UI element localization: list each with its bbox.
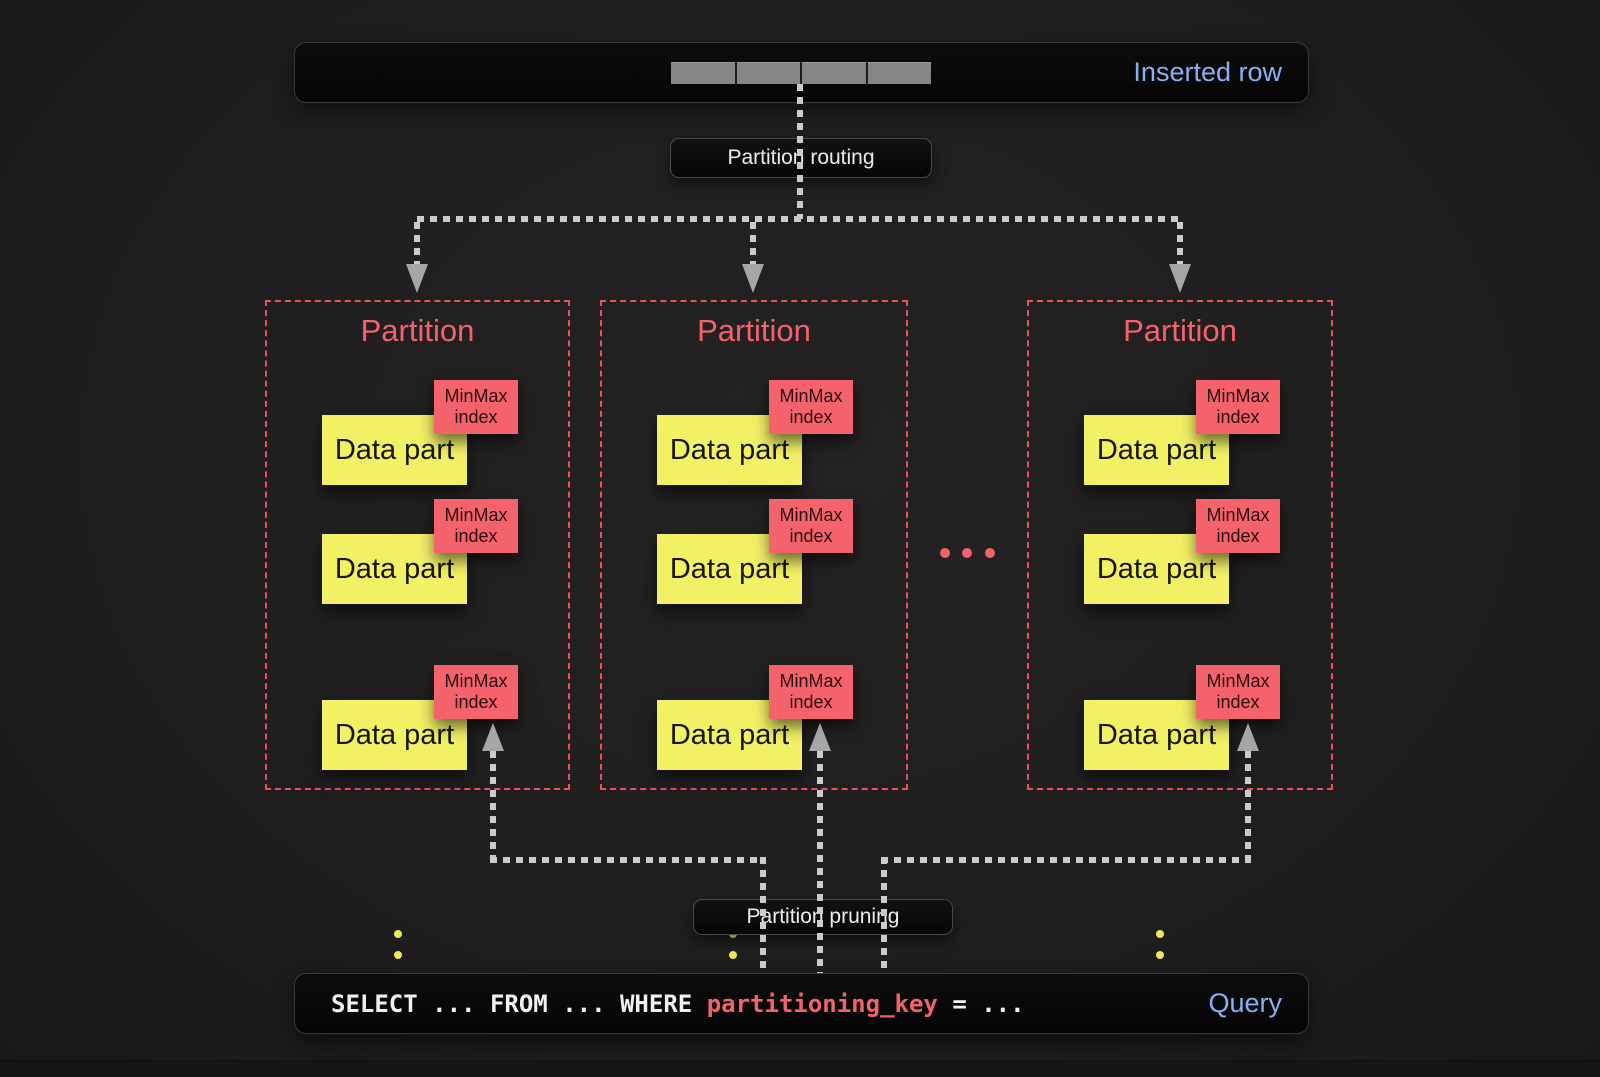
up-arrowhead-3 [1237,723,1259,751]
down-arrow-line-3 [1177,222,1183,264]
minmax-line1: MinMax [779,671,843,691]
vertical-ellipsis-dot [394,951,402,959]
inserted-row-cell [671,62,735,84]
data-part-group: Data part MinMax index [1084,499,1280,604]
data-part-label: Data part [334,433,455,466]
partition-box: Partition Data part MinMax index Data pa… [1027,300,1333,982]
minmax-index: MinMax index [1196,665,1280,719]
query-suffix: = ... [937,989,1025,1018]
minmax-line1: MinMax [444,671,508,691]
data-part-group: Data part MinMax index [322,499,518,604]
down-arrow-line-1 [414,222,420,264]
up-arrow-line-2 [817,751,823,973]
partition-pruning-label: Partition pruning [693,899,953,935]
inserted-row-cells [671,62,931,84]
inserted-row-cell [867,62,931,84]
minmax-line1: MinMax [1206,386,1270,406]
inserted-row-cell [802,62,866,84]
data-part-label: Data part [334,552,455,585]
data-part-label: Data part [669,552,790,585]
pruning-stub-left [760,857,766,973]
minmax-line1: MinMax [444,386,508,406]
minmax-line1: MinMax [1206,671,1270,691]
down-arrowhead-2 [742,264,764,293]
vertical-ellipsis-dot [1156,930,1164,938]
partition-title: Partition [1123,313,1237,348]
minmax-line2: index [789,526,833,546]
partition-title: Partition [360,313,475,348]
vertical-ellipsis-dot [394,930,402,938]
minmax-line2: index [1216,692,1260,712]
minmax-line1: MinMax [444,505,508,525]
query-box: SELECT ... FROM ... WHERE partitioning_k… [294,973,1309,1034]
data-part-label: Data part [334,718,455,751]
query-label: Query [1208,988,1282,1018]
minmax-line2: index [454,526,498,546]
up-arrowhead-2 [809,723,831,751]
minmax-index: MinMax index [434,380,518,434]
partition-pruning-text: Partition pruning [746,905,900,928]
data-part-group: Data part MinMax index [1084,380,1280,485]
partition-box: Partition Data part MinMax index Data pa… [600,300,908,982]
vertical-ellipsis-dot [729,951,737,959]
minmax-line1: MinMax [1206,505,1270,525]
up-arrow-line-3 [1245,751,1251,863]
pruning-connector-right [881,857,1251,863]
data-part-label: Data part [1096,718,1217,751]
distribution-line [417,216,1180,222]
inserted-row-cell [736,62,800,84]
minmax-line2: index [1216,407,1260,427]
data-part-group: Data part MinMax index [657,665,853,770]
query-prefix: SELECT ... FROM ... WHERE [331,989,707,1018]
data-part-label: Data part [1096,552,1217,585]
partition-box: Partition Data part MinMax index Data pa… [265,300,570,982]
partition-ellipsis-dot [940,548,950,558]
partition-title: Partition [697,313,811,348]
routing-flow-line [797,84,803,219]
pruning-connector-left [490,857,766,863]
data-part-group: Data part MinMax index [1084,665,1280,770]
down-arrow-line-2 [750,222,756,264]
minmax-index: MinMax index [434,499,518,553]
data-part-label: Data part [669,433,790,466]
query-partitioning-key: partitioning_key [706,989,938,1018]
minmax-index: MinMax index [434,665,518,719]
minmax-line1: MinMax [779,386,843,406]
inserted-row-label: Inserted row [1133,57,1282,87]
minmax-index: MinMax index [769,665,853,719]
data-part: Data part [1084,700,1229,770]
minmax-line2: index [789,692,833,712]
data-part: Data part [657,700,802,770]
data-part: Data part [322,534,467,604]
query-text: SELECT ... FROM ... WHERE partitioning_k… [331,974,1025,1033]
bottom-strip [0,1060,1600,1077]
data-part: Data part [1084,415,1229,485]
minmax-line2: index [454,407,498,427]
minmax-index: MinMax index [1196,499,1280,553]
partition-ellipsis-dot [985,548,995,558]
data-part-label: Data part [1096,433,1217,466]
down-arrowhead-1 [406,264,428,293]
data-part-label: Data part [669,718,790,751]
minmax-index: MinMax index [1196,380,1280,434]
pruning-stub-right [881,857,887,973]
minmax-line2: index [1216,526,1260,546]
down-arrowhead-3 [1169,264,1191,293]
up-arrow-line-1 [490,751,496,863]
minmax-line2: index [789,407,833,427]
up-arrowhead-1 [482,723,504,751]
minmax-line2: index [454,692,498,712]
partition-ellipsis-dot [962,548,972,558]
data-part-group: Data part MinMax index [657,499,853,604]
minmax-index: MinMax index [769,499,853,553]
data-part-group: Data part MinMax index [322,665,518,770]
data-part-group: Data part MinMax index [322,380,518,485]
data-part-group: Data part MinMax index [657,380,853,485]
minmax-line1: MinMax [779,505,843,525]
vertical-ellipsis-dot [1156,951,1164,959]
minmax-index: MinMax index [769,380,853,434]
